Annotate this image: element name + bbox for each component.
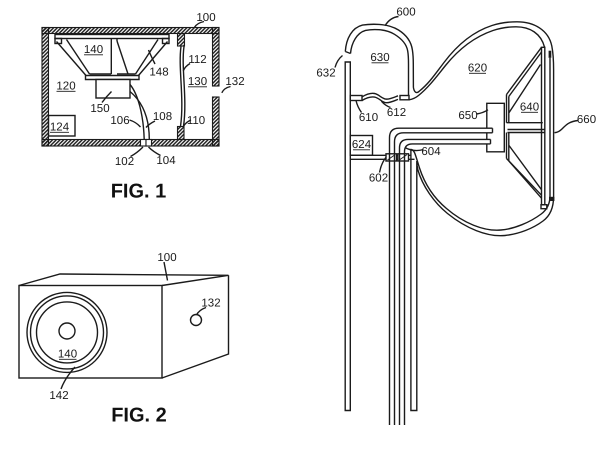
svg-text:124: 124 xyxy=(50,122,70,134)
svg-text:150: 150 xyxy=(90,103,109,115)
svg-text:130: 130 xyxy=(188,76,207,88)
svg-text:106: 106 xyxy=(110,115,129,127)
svg-text:FIG. 2: FIG. 2 xyxy=(111,405,167,427)
svg-text:660: 660 xyxy=(577,114,596,126)
svg-text:112: 112 xyxy=(188,54,206,66)
svg-text:610: 610 xyxy=(359,112,378,124)
svg-text:602: 602 xyxy=(369,173,388,185)
svg-text:142: 142 xyxy=(49,390,68,402)
svg-text:140: 140 xyxy=(58,349,77,361)
svg-text:604: 604 xyxy=(421,146,441,158)
svg-text:612: 612 xyxy=(387,107,406,119)
svg-text:108: 108 xyxy=(153,111,172,123)
svg-text:110: 110 xyxy=(187,115,205,127)
svg-text:650: 650 xyxy=(458,110,477,122)
svg-text:620: 620 xyxy=(468,63,487,75)
svg-text:624: 624 xyxy=(352,139,372,151)
svg-text:148: 148 xyxy=(149,67,168,79)
svg-text:632: 632 xyxy=(316,68,335,80)
svg-text:104: 104 xyxy=(156,155,176,167)
svg-text:102: 102 xyxy=(115,156,134,168)
svg-text:100: 100 xyxy=(157,252,176,264)
svg-text:132: 132 xyxy=(201,298,220,310)
svg-text:100: 100 xyxy=(196,12,215,24)
svg-text:140: 140 xyxy=(84,44,103,56)
svg-text:600: 600 xyxy=(396,7,415,19)
svg-text:120: 120 xyxy=(56,81,75,93)
svg-text:630: 630 xyxy=(370,52,389,64)
svg-text:640: 640 xyxy=(520,102,539,114)
svg-text:FIG. 1: FIG. 1 xyxy=(111,181,167,203)
svg-text:132: 132 xyxy=(225,76,244,88)
